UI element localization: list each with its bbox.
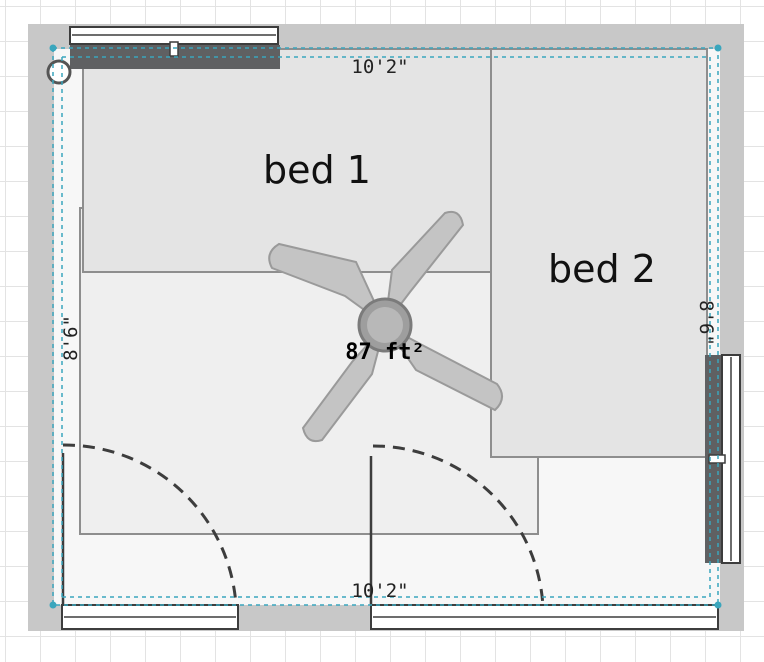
ceiling-fan-icon[interactable] <box>268 210 503 443</box>
light-fixture-icon[interactable] <box>46 59 72 85</box>
dimension-lines <box>49 44 722 609</box>
corner-handle[interactable] <box>49 44 57 52</box>
dimension-label-left: 8'6" <box>60 315 82 361</box>
corner-handle[interactable] <box>49 601 57 609</box>
door-bottom-right[interactable] <box>369 444 719 630</box>
dimension-label-right: 8'6" <box>695 300 717 346</box>
window-top-left[interactable] <box>69 26 280 69</box>
bed-2[interactable]: bed 2 <box>490 48 708 458</box>
door-swing-left <box>62 443 238 606</box>
dimension-label-top: 10'2" <box>351 56 408 78</box>
door-swing-right <box>372 444 545 608</box>
door-bottom-left[interactable] <box>61 443 239 630</box>
corner-handle[interactable] <box>714 601 722 609</box>
bed-1-label: bed 1 <box>263 148 371 192</box>
bed-2-label: bed 2 <box>548 247 656 291</box>
corner-handle[interactable] <box>714 44 722 52</box>
dimension-label-bottom: 10'2" <box>351 580 408 602</box>
room-area-label: 87 ft² <box>345 340 424 365</box>
